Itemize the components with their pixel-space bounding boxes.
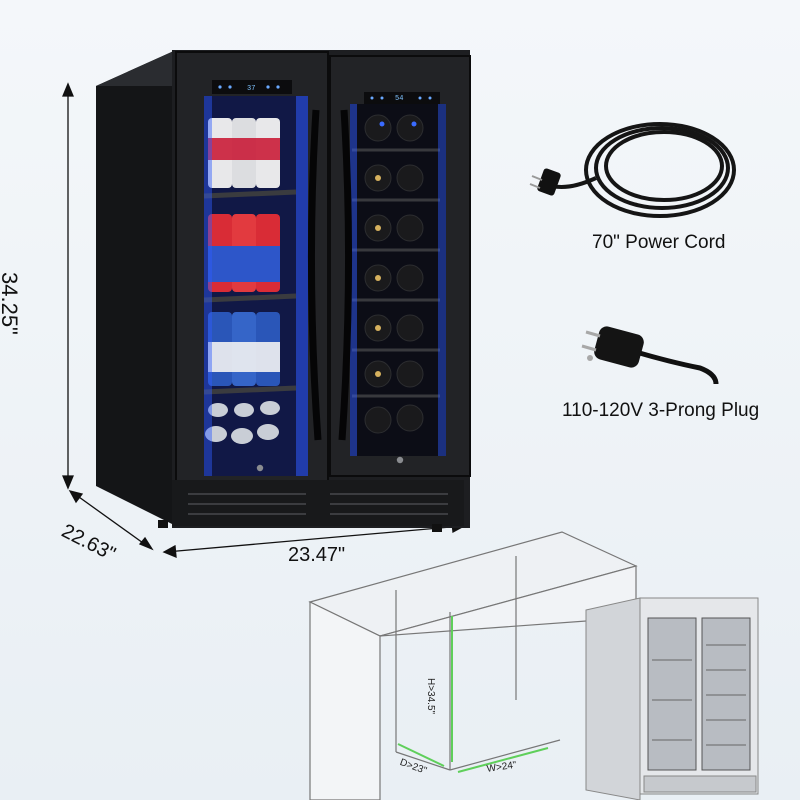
left-control-panel[interactable] (212, 80, 292, 94)
cans-row-4 (205, 401, 280, 444)
wine-fridge (96, 50, 471, 532)
left-lock-icon[interactable] (256, 464, 264, 472)
right-control-panel[interactable] (364, 92, 440, 104)
plug-label: 110-120V 3-Prong Plug (562, 400, 760, 421)
installation-guides (397, 616, 549, 773)
power-cord-label: 70" Power Cord (592, 232, 726, 253)
right-temp-display: 54 (395, 95, 404, 103)
installed-fridge-icon (585, 597, 759, 800)
cans-row-3 (208, 312, 280, 386)
cord-plug-icon (529, 168, 561, 196)
width-label: 23.47" (288, 544, 346, 566)
right-handle[interactable] (338, 109, 353, 441)
install-height-label: H>34.5" (425, 678, 436, 715)
left-temp-display: 37 (247, 85, 256, 93)
cans-row-1 (208, 118, 280, 188)
power-cord-icon (551, 122, 736, 218)
cans-row-2 (208, 214, 280, 292)
installation-diagram (308, 531, 638, 800)
wine-bottles (364, 114, 424, 434)
left-handle[interactable] (307, 109, 322, 441)
three-prong-plug-icon (581, 326, 719, 385)
right-lock-icon[interactable] (396, 456, 404, 464)
height-label: 34.25" (0, 272, 22, 335)
